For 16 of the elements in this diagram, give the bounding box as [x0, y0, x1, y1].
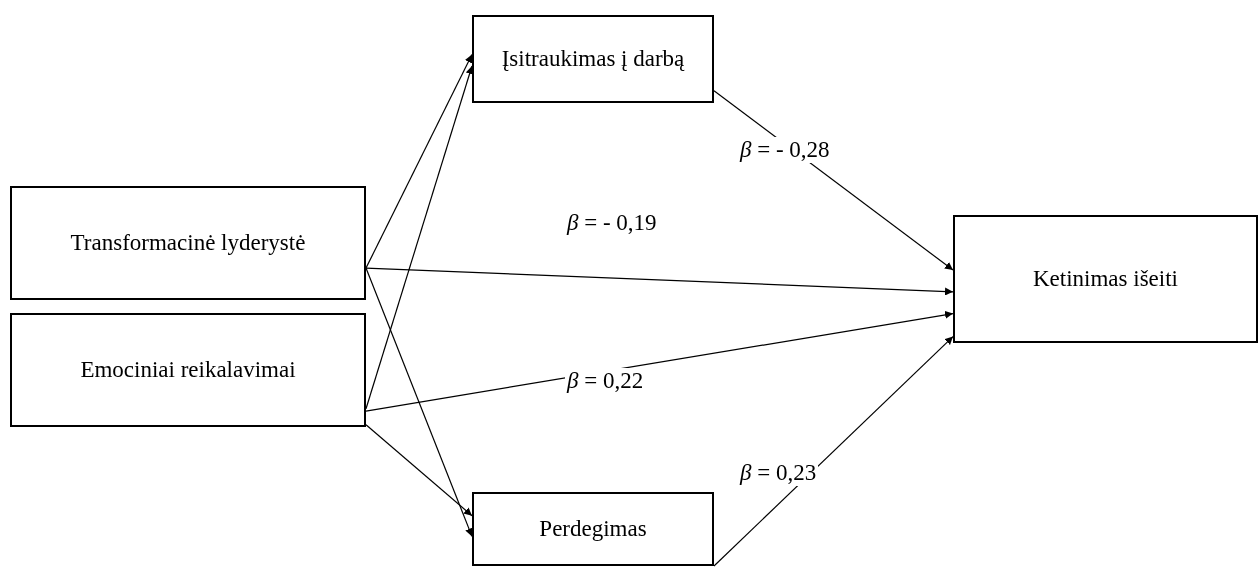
box-label: Perdegimas	[539, 514, 647, 543]
process-box	[472, 15, 714, 103]
process-box	[472, 492, 714, 566]
box-label: Įsitraukimas į darbą	[501, 44, 685, 73]
arrow	[365, 54, 473, 269]
box-label: Transformacinė lyderystė	[70, 228, 306, 257]
edge-label: β = - 0,28	[738, 137, 832, 163]
process-box	[953, 215, 1258, 343]
arrow	[365, 267, 954, 296]
process-box	[10, 186, 366, 300]
arrow	[365, 424, 473, 517]
arrow	[713, 336, 954, 567]
box-label: Ketinimas išeiti	[1033, 264, 1178, 293]
box-label: Emociniai reikalavimai	[80, 355, 296, 384]
process-box	[10, 313, 366, 427]
arrow	[365, 310, 954, 412]
